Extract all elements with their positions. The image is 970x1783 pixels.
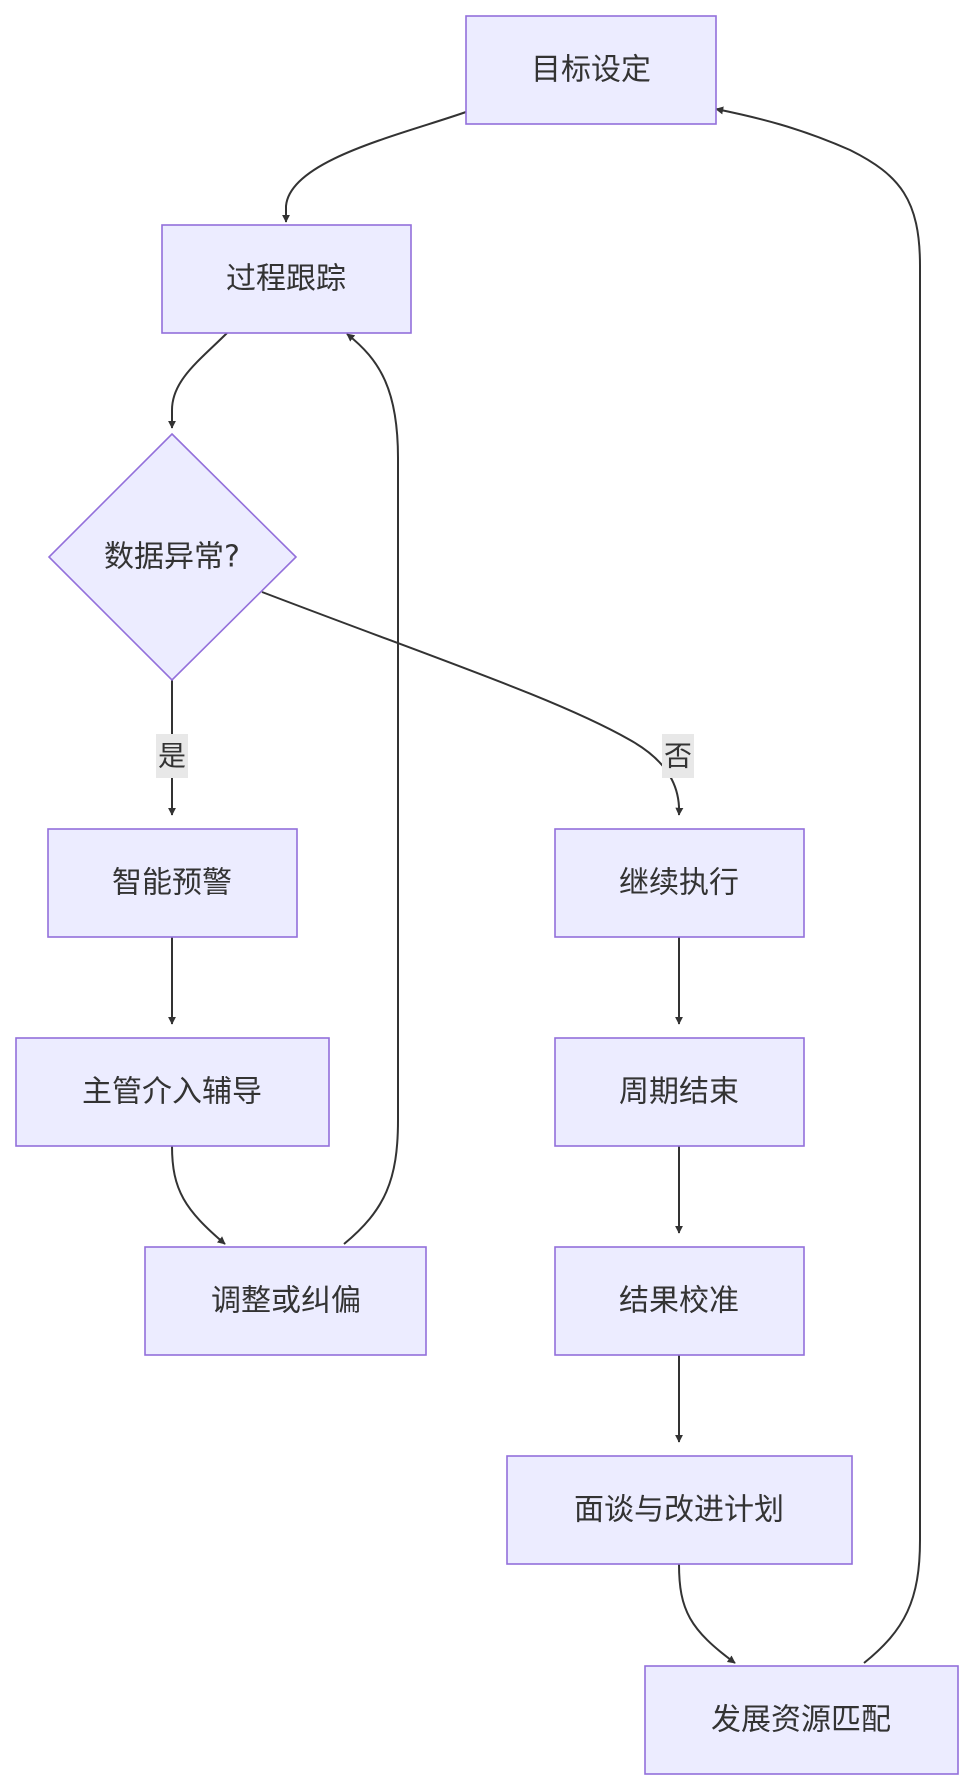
- node-continue-execution-label: 继续执行: [619, 866, 739, 901]
- node-result-calibration[interactable]: 结果校准: [554, 1246, 805, 1356]
- edge-adjust-to-track: [343, 333, 399, 1245]
- node-smart-alert-label: 智能预警: [112, 866, 232, 901]
- edge-goal-to-track: [282, 111, 467, 223]
- edge-decision-to-continue: [261, 591, 684, 816]
- node-manager-coaching-label: 主管介入辅导: [82, 1075, 262, 1110]
- node-smart-alert[interactable]: 智能预警: [47, 828, 298, 938]
- node-interview-improvement-label: 面谈与改进计划: [574, 1493, 784, 1528]
- edge-label-no: 否: [662, 734, 694, 778]
- node-interview-improvement[interactable]: 面谈与改进计划: [506, 1455, 853, 1565]
- edge-label-no-text: 否: [664, 740, 692, 773]
- edge-resources-to-goal: [715, 106, 921, 1664]
- node-manager-coaching[interactable]: 主管介入辅导: [15, 1037, 330, 1147]
- node-continue-execution[interactable]: 继续执行: [554, 828, 805, 938]
- node-cycle-end-label: 周期结束: [619, 1075, 739, 1110]
- node-data-anomaly-decision[interactable]: 数据异常?: [47, 432, 298, 682]
- edge-coach-to-adjust: [171, 1145, 226, 1245]
- edges: [168, 106, 921, 1664]
- edge-interview-to-resources: [678, 1563, 736, 1664]
- edge-label-yes: 是: [156, 734, 188, 778]
- edge-track-to-decision: [168, 332, 228, 429]
- node-data-anomaly-decision-label: 数据异常?: [104, 540, 240, 575]
- node-cycle-end[interactable]: 周期结束: [554, 1037, 805, 1147]
- node-development-resources[interactable]: 发展资源匹配: [644, 1665, 959, 1775]
- node-adjust-correct-label: 调整或纠偏: [211, 1284, 361, 1319]
- node-goal-setting-label: 目标设定: [531, 53, 651, 88]
- node-adjust-correct[interactable]: 调整或纠偏: [144, 1246, 427, 1356]
- node-process-tracking-label: 过程跟踪: [226, 262, 346, 297]
- edge-labels: 是 否: [156, 734, 694, 778]
- node-process-tracking[interactable]: 过程跟踪: [161, 224, 412, 334]
- node-goal-setting[interactable]: 目标设定: [465, 15, 717, 125]
- edge-label-yes-text: 是: [158, 740, 186, 773]
- node-result-calibration-label: 结果校准: [619, 1284, 739, 1319]
- node-development-resources-label: 发展资源匹配: [711, 1703, 891, 1738]
- nodes: 目标设定 过程跟踪 数据异常? 智能预警 主管介入辅导 调整或纠偏 继续执行: [15, 15, 959, 1775]
